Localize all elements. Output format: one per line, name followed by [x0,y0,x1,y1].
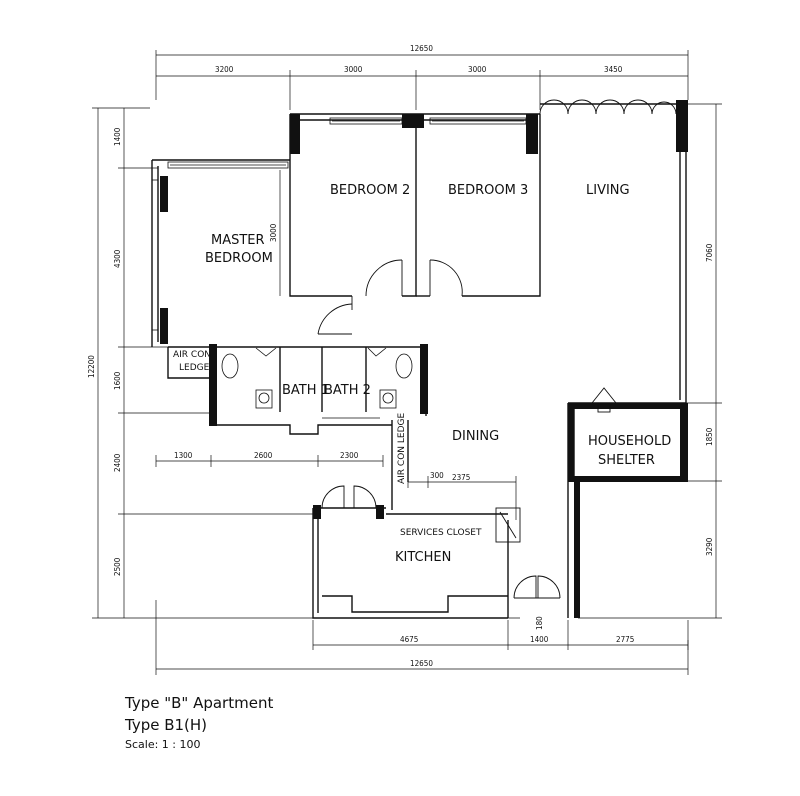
label-aircon-1a: AIR CON [173,350,211,360]
columns [160,100,688,618]
label-services: SERVICES CLOSET [400,528,482,538]
label-shelter-1: HOUSEHOLD [588,434,671,449]
doors [317,99,677,599]
dim-top-total: 12650 [410,44,433,53]
dim-small-180: 180 [535,616,544,630]
label-aircon-1b: LEDGE [179,363,210,373]
dim-mid-2: 2600 [254,451,273,460]
dim-left-2: 4300 [113,249,122,268]
label-kitchen: KITCHEN [395,550,451,565]
dim-mid-1: 1300 [174,451,193,460]
dim-small-2375: 2375 [452,473,470,482]
dim-left-4: 2400 [113,453,122,472]
dim-mid-3: 2300 [340,451,359,460]
windows [151,117,527,331]
dim-bottom-3: 2775 [616,635,634,644]
dim-bottom-2: 1400 [530,635,549,644]
label-bedroom-3: BEDROOM 3 [448,183,528,198]
fixtures [221,347,413,419]
room-labels: BEDROOM 2 BEDROOM 3 LIVING MASTER BEDROO… [173,183,671,565]
dim-top-1: 3200 [215,65,234,74]
dim-left-total: 12200 [87,355,96,378]
label-master-1: MASTER [211,233,265,248]
dim-top-2: 3000 [344,65,363,74]
dimension-labels: 12650 3200 3000 3000 3450 12200 1400 430… [87,44,714,668]
label-bath-1: BATH 1 [282,383,329,398]
caption-type: Type "B" Apartment [125,694,274,712]
dim-bottom-total: 12650 [410,659,433,668]
dimension-lines [92,50,722,675]
caption-scale: Scale: 1 : 100 [125,738,201,751]
dim-right-2: 1850 [705,427,714,446]
label-master-2: BEDROOM [205,251,273,266]
dim-small-300: 300 [430,471,444,480]
label-dining: DINING [452,429,499,444]
dim-right-3: 3290 [705,537,714,556]
dim-master-width: 3000 [269,223,278,242]
label-bath-2: BATH 2 [324,383,371,398]
dim-left-3: 1600 [113,371,122,390]
walls [151,103,687,619]
dim-top-4: 3450 [604,65,623,74]
label-aircon-2: AIR CON LEDGE [397,413,407,484]
dim-right-1: 7060 [705,243,714,262]
label-shelter-2: SHELTER [598,453,655,468]
dim-left-1: 1400 [113,127,122,146]
caption-subtype: Type B1(H) [125,716,208,734]
label-bedroom-2: BEDROOM 2 [330,183,410,198]
dim-top-3: 3000 [468,65,487,74]
dim-left-5: 2500 [113,557,122,576]
label-living: LIVING [586,183,630,198]
dim-bottom-1: 4675 [400,635,418,644]
